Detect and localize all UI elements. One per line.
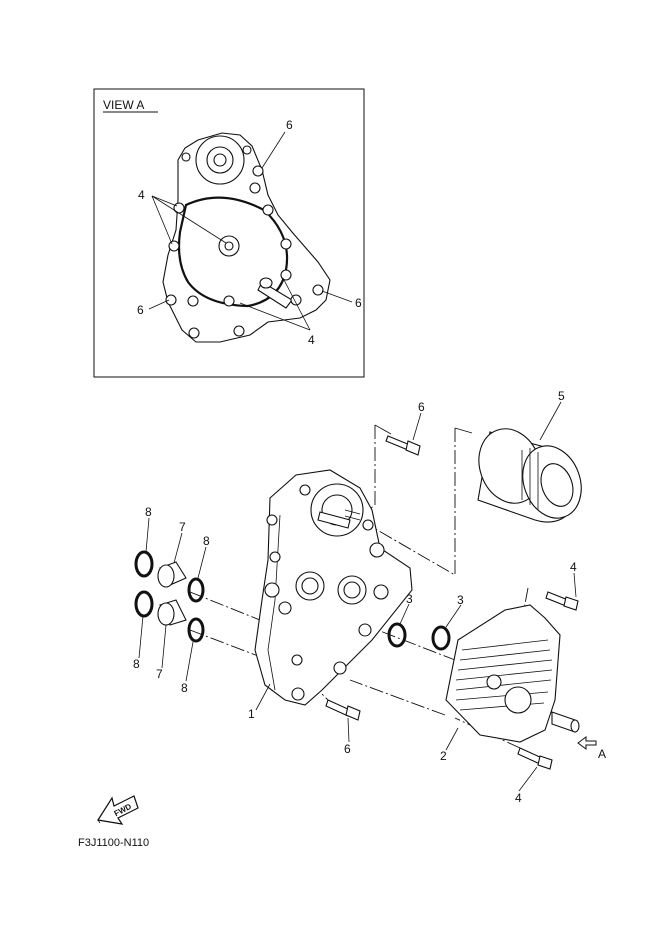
main-exploded-view: A 6 5 8 7 8 8 7 8 3 3 4 1	[133, 389, 606, 805]
main-leaders	[138, 401, 577, 792]
callout-8-b: 8	[203, 534, 210, 548]
bolt-4-upper	[545, 591, 579, 611]
diagram-code: F3J1100-N110	[78, 837, 149, 849]
callout-3-a: 3	[406, 592, 413, 606]
view-a-bolts	[165, 165, 324, 339]
oil-cooler	[445, 604, 580, 743]
callout-6-top: 6	[418, 400, 425, 414]
o-ring-8-b	[187, 577, 205, 603]
o-ring-8-d	[187, 617, 205, 643]
callout-4-upper: 4	[570, 560, 577, 574]
fwd-arrow: FWD	[97, 795, 139, 825]
callout-view-6b: 6	[355, 296, 362, 310]
view-a-inset: VIEW A	[93, 88, 365, 378]
engine-case-cover	[254, 469, 413, 706]
callout-view-6c: 6	[137, 303, 144, 317]
callout-5: 5	[558, 389, 565, 403]
seal-3-b	[431, 625, 451, 651]
oil-filter	[477, 428, 582, 523]
callout-3-b: 3	[457, 593, 464, 607]
callout-2: 2	[440, 749, 447, 763]
callout-4-lower: 4	[515, 791, 522, 805]
collar-7-upper	[157, 561, 187, 588]
callout-7-a: 7	[179, 520, 186, 534]
callout-6-lower: 6	[344, 742, 351, 756]
o-ring-8-a	[134, 550, 154, 578]
view-a-arrow	[577, 736, 597, 750]
bolt-6-lower	[325, 699, 361, 721]
bolt-6-top	[385, 435, 421, 456]
callout-view-4a: 4	[138, 188, 145, 202]
o-ring-8-c	[134, 590, 154, 618]
callout-7-b: 7	[156, 667, 163, 681]
view-a-leaders	[148, 131, 353, 331]
view-a-frame	[93, 88, 365, 378]
view-a-title: VIEW A	[103, 98, 144, 112]
view-arrow-label: A	[598, 747, 606, 761]
collar-7-lower	[157, 599, 187, 626]
callout-view-4b: 4	[308, 333, 315, 347]
callout-8-a: 8	[145, 505, 152, 519]
callout-1: 1	[248, 707, 255, 721]
view-a-housing	[162, 132, 331, 343]
bolt-4-lower	[517, 747, 553, 770]
callout-view-6a: 6	[286, 118, 293, 132]
callout-8-d: 8	[181, 681, 188, 695]
seal-3-a	[387, 622, 407, 648]
callout-8-c: 8	[133, 657, 140, 671]
